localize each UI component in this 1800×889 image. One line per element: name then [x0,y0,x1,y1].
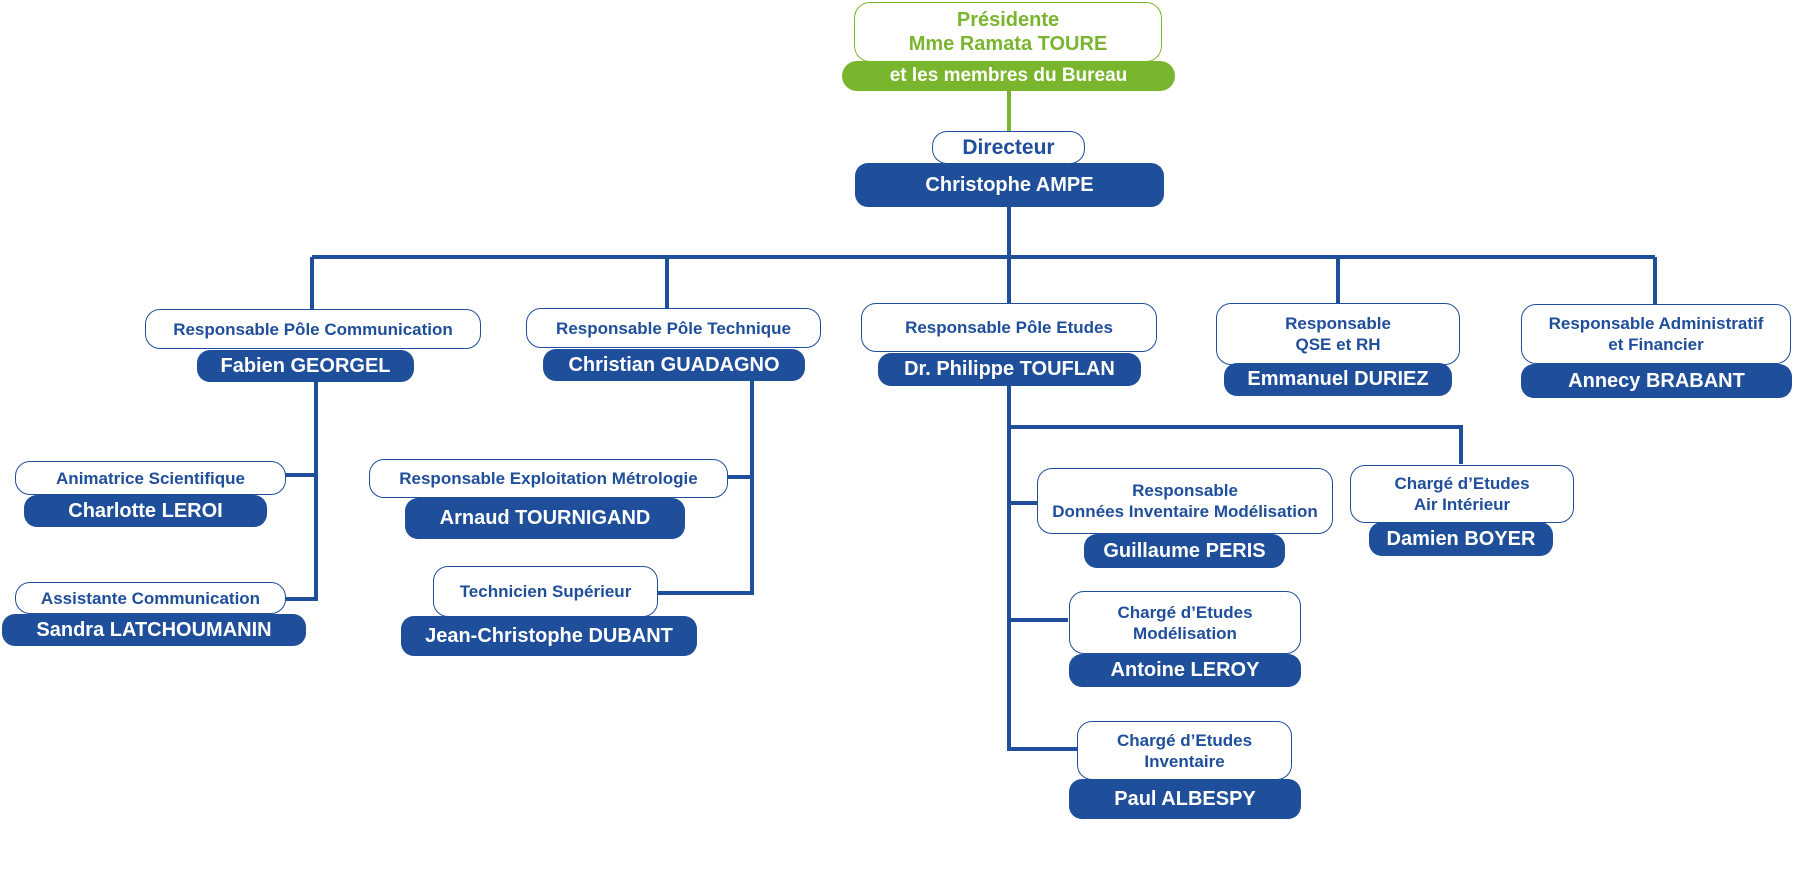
assistante-name: Sandra LATCHOUMANIN [2,614,306,646]
assistante-title: Assistante Communication [15,582,286,614]
director-name: Christophe AMPE [855,163,1164,207]
donnees-name: Guillaume PERIS [1084,534,1285,568]
president-name: Mme Ramata TOURE [908,33,1108,55]
pole-qse-title-line1: Responsable [1285,314,1391,333]
donnees-title-line2: Données Inventaire Modélisation [1052,502,1318,521]
animatrice-title: Animatrice Scientifique [15,461,286,495]
inventaire-title-box: Chargé d’Etudes Inventaire [1077,721,1292,780]
exploitation-name: Arnaud TOURNIGAND [405,498,685,539]
inventaire-name: Paul ALBESPY [1069,779,1301,819]
modelisation-title-line1: Chargé d’Etudes [1117,602,1253,622]
pole-technique-title: Responsable Pôle Technique [526,308,821,348]
pole-communication-title: Responsable Pôle Communication [145,309,481,349]
pole-admin-title-line1: Responsable Administratif [1548,314,1764,333]
pole-admin-name: Annecy BRABANT [1521,364,1792,398]
president-title-box: Présidente Mme Ramata TOURE [854,2,1162,62]
pole-etudes-name: Dr. Philippe TOUFLAN [878,353,1141,386]
modelisation-name: Antoine LEROY [1069,654,1301,687]
air-title-box: Chargé d’Etudes Air Intérieur [1350,465,1574,523]
pole-admin-title-line2: et Financier [1608,335,1704,354]
animatrice-name: Charlotte LEROI [24,495,267,527]
pole-admin-title-box: Responsable Administratif et Financier [1521,304,1791,364]
donnees-title-line1: Responsable [1132,481,1238,500]
technicien-title: Technicien Supérieur [433,566,658,617]
hierarchy-connectors [274,206,1657,751]
bureau-badge: et les membres du Bureau [842,61,1175,91]
air-title-line2: Air Intérieur [1413,495,1511,514]
modelisation-title-line2: Modélisation [1133,623,1237,643]
modelisation-title-box: Chargé d’Etudes Modélisation [1069,591,1301,654]
air-title-line1: Chargé d’Etudes [1394,474,1530,493]
air-name: Damien BOYER [1369,522,1553,556]
donnees-title-box: Responsable Données Inventaire Modélisat… [1037,468,1333,534]
inventaire-title-line1: Chargé d’Etudes [1116,730,1253,750]
pole-qse-name: Emmanuel DURIEZ [1224,363,1452,396]
technicien-name: Jean-Christophe DUBANT [401,616,697,656]
president-role: Présidente [956,9,1060,31]
pole-communication-name: Fabien GEORGEL [197,350,414,382]
inventaire-title-line2: Inventaire [1144,751,1225,771]
pole-qse-title-box: Responsable QSE et RH [1216,303,1460,365]
pole-etudes-title: Responsable Pôle Etudes [861,303,1157,352]
pole-technique-name: Christian GUADAGNO [543,349,805,381]
director-title: Directeur [932,131,1085,164]
exploitation-title: Responsable Exploitation Métrologie [369,459,728,498]
pole-qse-title-line2: QSE et RH [1295,335,1381,354]
